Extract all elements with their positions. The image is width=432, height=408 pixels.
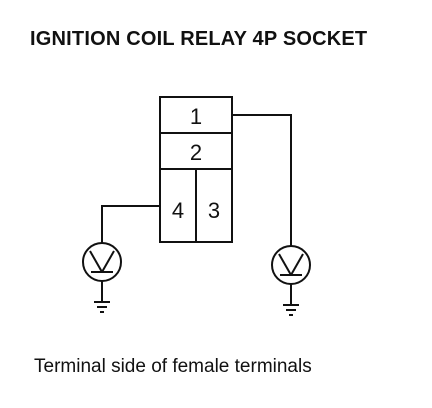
diagram-title: IGNITION COIL RELAY 4P SOCKET [30, 28, 368, 50]
terminal-3-label: 3 [208, 198, 220, 223]
terminal-2-label: 2 [190, 140, 202, 165]
wire-terminal-4 [101, 205, 160, 243]
ground-icon-right [283, 304, 299, 316]
terminal-1-label: 1 [190, 104, 202, 129]
voltmeter-left [82, 242, 122, 302]
voltmeter-right [271, 245, 311, 305]
wire-terminal-1 [232, 114, 292, 246]
ground-icon-left [94, 301, 110, 313]
terminal-4-label: 4 [172, 198, 184, 223]
diagram-caption: Terminal side of female terminals [34, 356, 312, 377]
